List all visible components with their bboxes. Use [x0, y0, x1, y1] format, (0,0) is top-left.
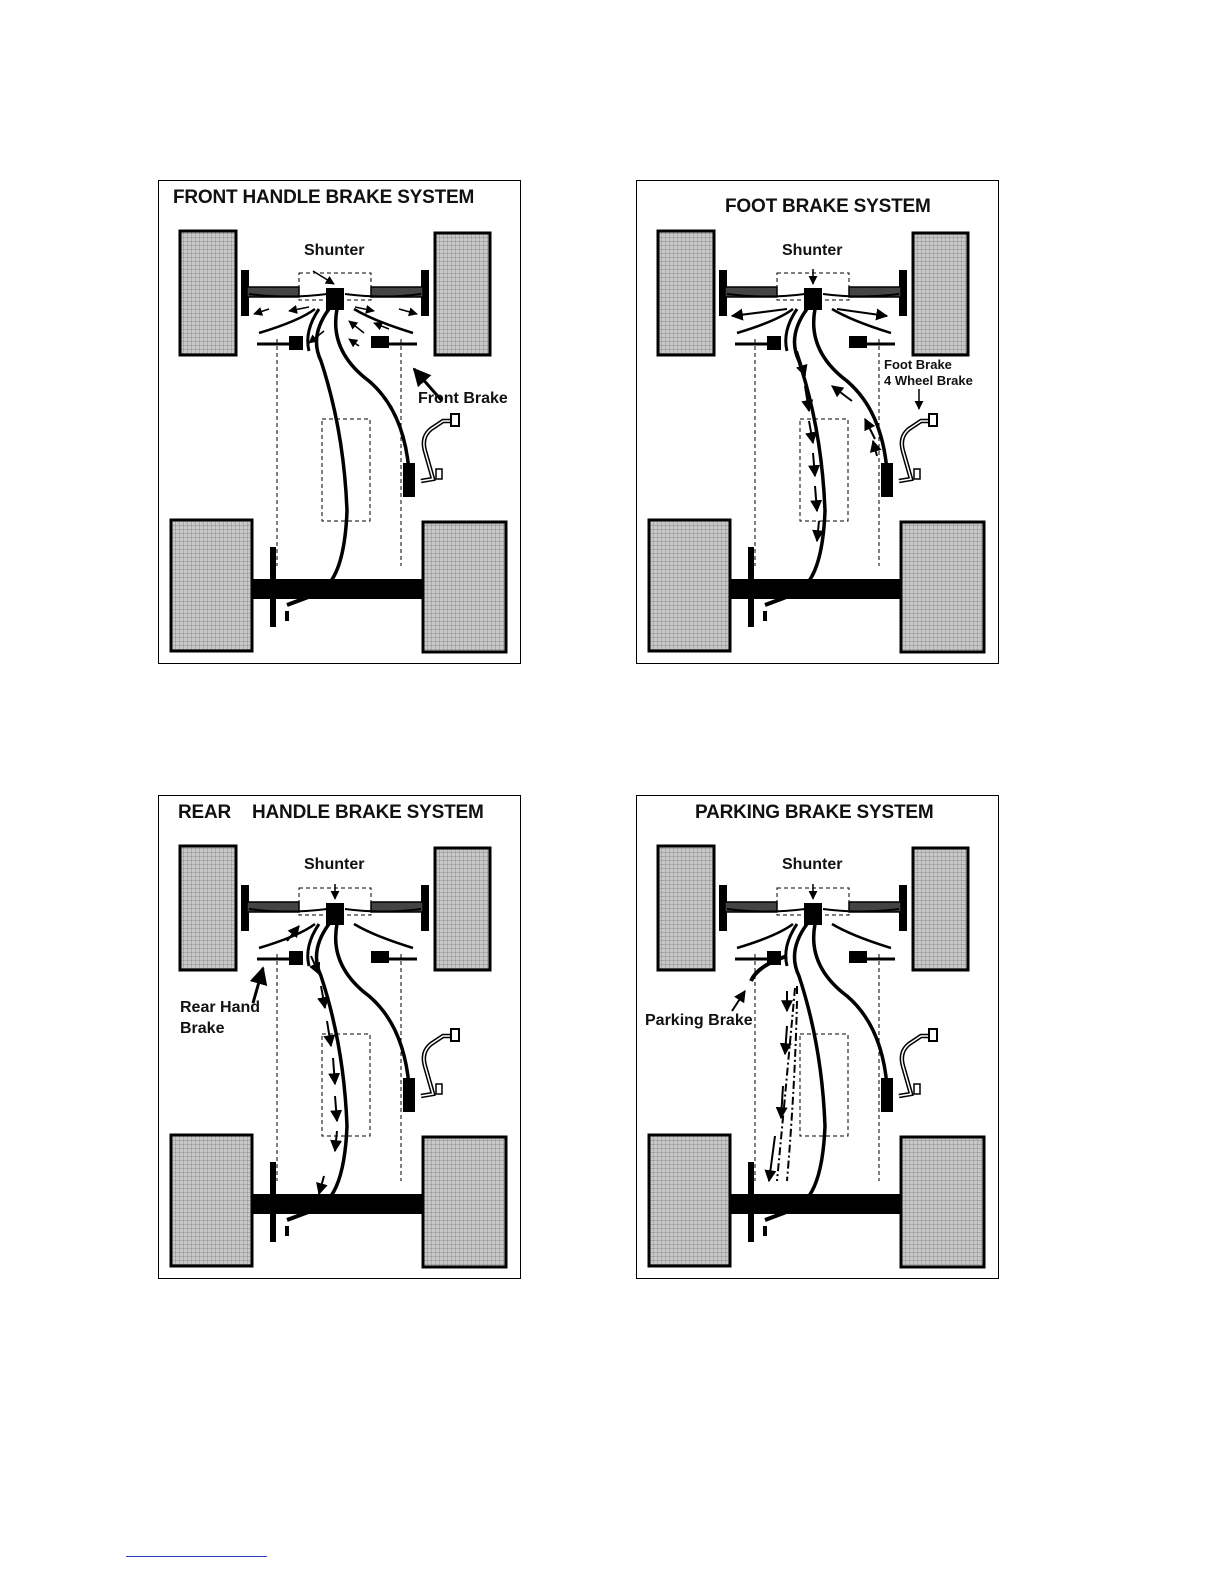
left-caliper	[289, 336, 303, 350]
shunter-block	[326, 903, 344, 925]
pedal-block	[403, 463, 415, 497]
tire	[180, 231, 236, 355]
rear-handle-brake-panel: REAR HANDLE BRAKE SYSTEM Shunter Rear Ha…	[158, 795, 521, 1279]
flow-arrow	[333, 1058, 335, 1084]
flow-arrow	[349, 339, 359, 346]
pedal-pivot	[436, 469, 442, 479]
flow-arrow	[813, 453, 815, 476]
rear-hand-label: Rear Hand	[180, 998, 260, 1018]
rear-hub	[748, 547, 754, 627]
tire	[435, 848, 490, 970]
tire	[658, 846, 714, 970]
panel-title: FOOT BRAKE SYSTEM	[725, 196, 931, 218]
flow-arrow	[335, 1131, 337, 1151]
brake-label: Brake	[180, 1019, 224, 1039]
pedal-pivot	[914, 469, 920, 479]
tire	[658, 231, 714, 355]
flow-arrow	[769, 1136, 775, 1181]
pedal-pivot	[436, 1084, 442, 1094]
shunter-label: Shunter	[782, 855, 842, 875]
flow-arrow	[865, 419, 875, 439]
shunter-label: Shunter	[304, 855, 364, 875]
pedal-brake-line	[814, 924, 887, 1086]
pedal-pad	[451, 414, 459, 426]
rear-hub	[748, 1162, 754, 1242]
left-cable	[259, 924, 315, 948]
tire	[913, 848, 968, 970]
tire	[913, 233, 968, 355]
footnote-separator	[126, 1556, 267, 1557]
parking-cable	[777, 988, 795, 1181]
front-handle-brake-panel: FRONT HANDLE BRAKE SYSTEM Shunter Front …	[158, 180, 521, 664]
rear-hub	[270, 1162, 276, 1242]
shunter-label: Shunter	[304, 241, 364, 261]
foot-brake-panel: FOOT BRAKE SYSTEM Shunter Foot Brake 4 W…	[636, 180, 999, 664]
right-caliper	[849, 951, 867, 963]
flow-arrow	[254, 309, 269, 314]
pedal-pad	[929, 1029, 937, 1041]
pedal-pivot	[914, 1084, 920, 1094]
right-cable	[354, 924, 413, 948]
panel-title-main: HANDLE BRAKE SYSTEM	[252, 802, 484, 824]
right-cable	[354, 309, 413, 333]
pedal-brake-line	[336, 924, 409, 1086]
flow-arrow	[335, 1096, 337, 1121]
right-caliper	[371, 336, 389, 348]
right-caliper	[371, 951, 389, 963]
tire	[649, 1135, 730, 1266]
flow-arrow	[815, 486, 817, 511]
right-cable	[832, 924, 891, 948]
tire	[423, 1137, 506, 1267]
rear-hub	[270, 547, 276, 627]
flow-arrow	[349, 321, 364, 333]
flow-arrow	[809, 421, 813, 443]
flow-arrow	[289, 307, 309, 311]
panel-title: PARKING BRAKE SYSTEM	[695, 802, 933, 824]
parking-brake-panel: PARKING BRAKE SYSTEM Shunter Parking Bra…	[636, 795, 999, 1279]
tire	[901, 1137, 984, 1267]
pedal-brake-line	[814, 309, 887, 471]
flow-arrow	[832, 386, 852, 401]
flow-arrow	[785, 1026, 787, 1054]
parking-brake-label: Parking Brake	[645, 1011, 753, 1031]
front-brake-label: Front Brake	[418, 389, 508, 409]
pedal-pad	[451, 1029, 459, 1041]
left-caliper	[767, 336, 781, 350]
pedal-pad	[929, 414, 937, 426]
foot-brake-label: Foot Brake	[884, 357, 952, 373]
right-caliper	[849, 336, 867, 348]
tire	[649, 520, 730, 651]
tire	[171, 1135, 252, 1266]
shunter-block	[326, 288, 344, 310]
four-wheel-brake-label: 4 Wheel Brake	[884, 373, 973, 389]
shunter-label: Shunter	[782, 241, 842, 261]
left-cable	[737, 924, 793, 948]
flow-arrow	[399, 309, 417, 314]
flow-arrow	[732, 309, 787, 316]
panel-title-rear: REAR	[178, 802, 231, 824]
pedal-brake-line	[336, 309, 409, 471]
tire	[435, 233, 490, 355]
tire	[423, 522, 506, 652]
parking-brake-pointer	[732, 991, 745, 1011]
panel-title: FRONT HANDLE BRAKE SYSTEM	[173, 187, 474, 209]
flow-arrow	[873, 441, 877, 456]
tire	[171, 520, 252, 651]
flow-arrow	[319, 1176, 324, 1194]
shunter-block	[804, 288, 822, 310]
tire	[180, 846, 236, 970]
flow-arrow	[817, 521, 819, 541]
left-caliper	[289, 951, 303, 965]
pedal-block	[881, 1078, 893, 1112]
shunter-block	[804, 903, 822, 925]
pedal-block	[403, 1078, 415, 1112]
tire	[901, 522, 984, 652]
flow-arrow	[781, 1086, 783, 1118]
left-cable	[259, 309, 315, 333]
pedal-block	[881, 463, 893, 497]
